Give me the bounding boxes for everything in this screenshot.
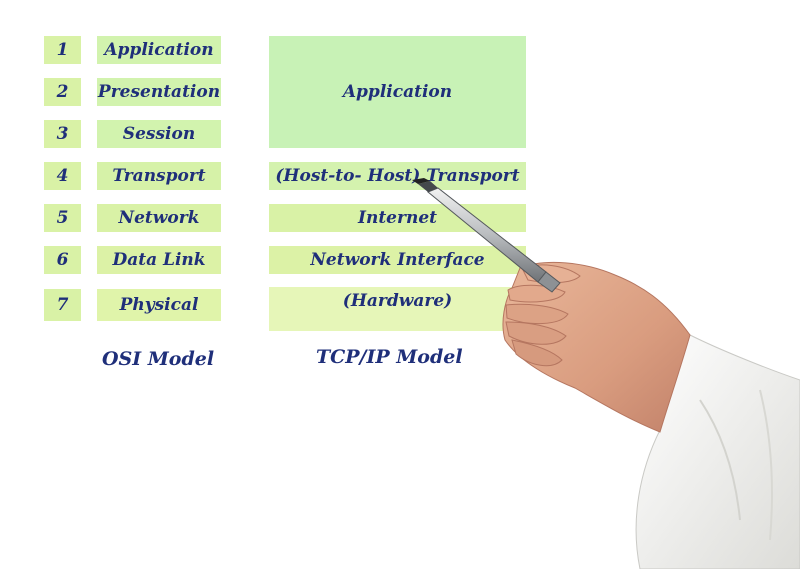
tcpip-layer-network-interface: Network Interface	[269, 246, 526, 274]
osi-number-box-3: 3	[44, 120, 81, 148]
tcpip-layer-transport: (Host-to- Host) Transport	[269, 162, 526, 190]
osi-number: 5	[56, 208, 69, 228]
osi-number: 2	[56, 82, 69, 102]
osi-layer-network: Network	[97, 204, 221, 232]
osi-number: 3	[56, 124, 69, 144]
pen	[412, 178, 561, 293]
osi-layer-application: Application	[97, 36, 221, 64]
tcpip-model-caption: TCP/IP Model	[316, 346, 463, 368]
osi-number: 1	[56, 40, 69, 60]
osi-model-caption: OSI Model	[102, 348, 215, 370]
osi-number: 7	[56, 295, 69, 315]
osi-number-box-5: 5	[44, 204, 81, 232]
osi-number-box-4: 4	[44, 162, 81, 190]
tcpip-layer-hardware: (Hardware)	[269, 287, 526, 331]
osi-number-box-7: 7	[44, 289, 81, 321]
osi-layer-presentation: Presentation	[97, 78, 221, 106]
osi-layer-physical: Physical	[97, 289, 221, 321]
osi-number: 6	[56, 250, 69, 270]
osi-number-box-2: 2	[44, 78, 81, 106]
hand	[502, 261, 691, 433]
osi-layer-transport: Transport	[97, 162, 221, 190]
osi-number: 4	[56, 166, 69, 186]
tcpip-layer-application: Application	[269, 36, 526, 148]
osi-number-box-6: 6	[44, 246, 81, 274]
osi-layer-data-link: Data Link	[97, 246, 221, 274]
osi-number-box-1: 1	[44, 36, 81, 64]
osi-layer-session: Session	[97, 120, 221, 148]
